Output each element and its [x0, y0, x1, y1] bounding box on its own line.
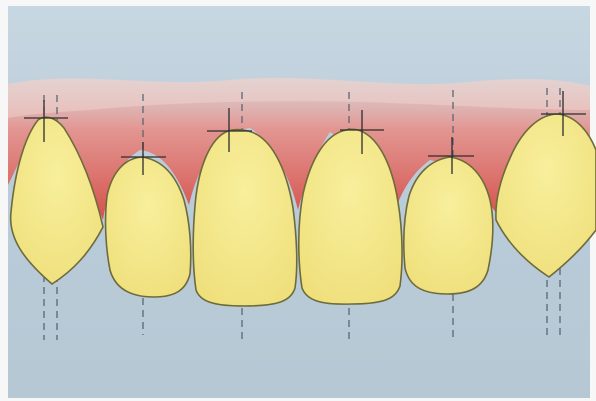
tooth-right-lateral-incisor — [404, 157, 493, 294]
